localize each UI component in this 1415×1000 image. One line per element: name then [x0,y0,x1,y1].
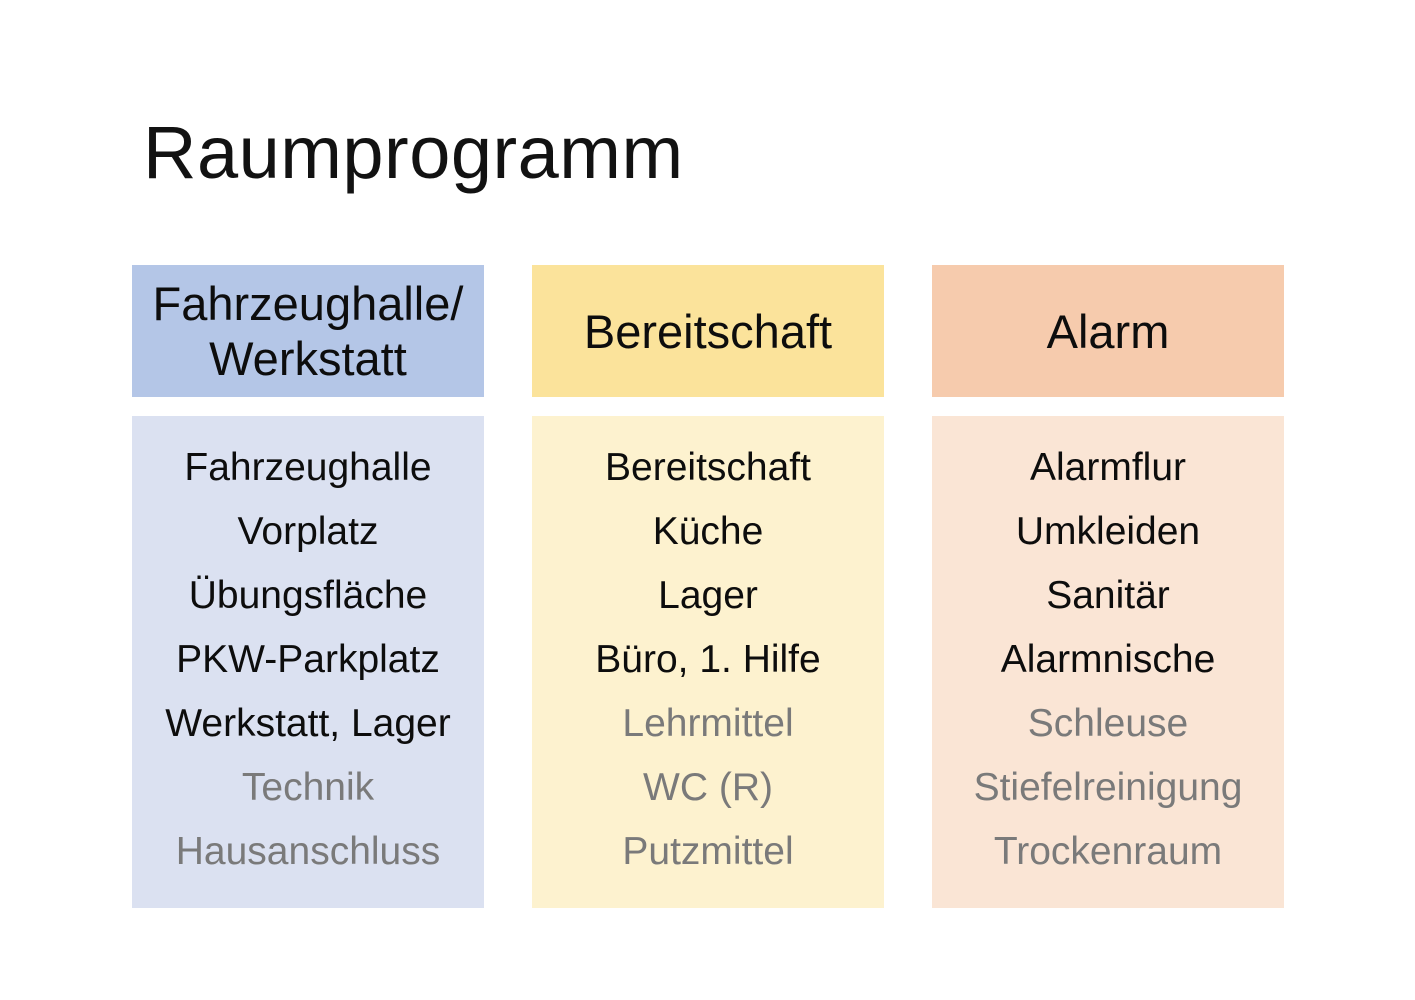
column-bereitschaft: Bereitschaft Bereitschaft Küche Lager Bü… [532,265,884,908]
room-item: PKW-Parkplatz [176,638,440,681]
room-item: Sanitär [1046,574,1170,617]
room-item: Alarmflur [1029,446,1187,489]
column-body-bereitschaft: Bereitschaft Küche Lager Büro, 1. Hilfe … [532,416,884,908]
room-item: Vorplatz [237,510,379,553]
column-fahrzeughalle-werkstatt: Fahrzeughalle/ Werkstatt Fahrzeughalle V… [132,265,484,908]
page-title: Raumprogramm [143,111,684,194]
column-header-fahrzeughalle-werkstatt: Fahrzeughalle/ Werkstatt [132,265,484,397]
room-item: Lager [658,574,758,617]
room-item: Fahrzeughalle [184,446,432,489]
column-header-alarm: Alarm [932,265,1284,397]
room-item: Werkstatt, Lager [165,702,451,745]
room-item: WC (R) [643,766,773,809]
room-item: Alarmnische [1000,638,1216,681]
room-item: Schleuse [1027,702,1189,745]
columns-row: Fahrzeughalle/ Werkstatt Fahrzeughalle V… [132,265,1284,908]
room-item: Hausanschluss [175,830,441,873]
column-body-fahrzeughalle-werkstatt: Fahrzeughalle Vorplatz Übungsfläche PKW-… [132,416,484,908]
room-item: Stiefelreinigung [973,766,1243,809]
room-item: Technik [241,766,375,809]
column-alarm: Alarm Alarmflur Umkleiden Sanitär Alarmn… [932,265,1284,908]
room-item: Übungsfläche [188,574,428,617]
room-item: Trockenraum [993,830,1223,873]
column-body-alarm: Alarmflur Umkleiden Sanitär Alarmnische … [932,416,1284,908]
room-item: Lehrmittel [622,702,794,745]
room-item: Küche [652,510,764,553]
room-item: Umkleiden [1015,510,1201,553]
room-item: Putzmittel [622,830,794,873]
column-header-bereitschaft: Bereitschaft [532,265,884,397]
room-item: Büro, 1. Hilfe [595,638,821,681]
room-item: Bereitschaft [605,446,811,489]
